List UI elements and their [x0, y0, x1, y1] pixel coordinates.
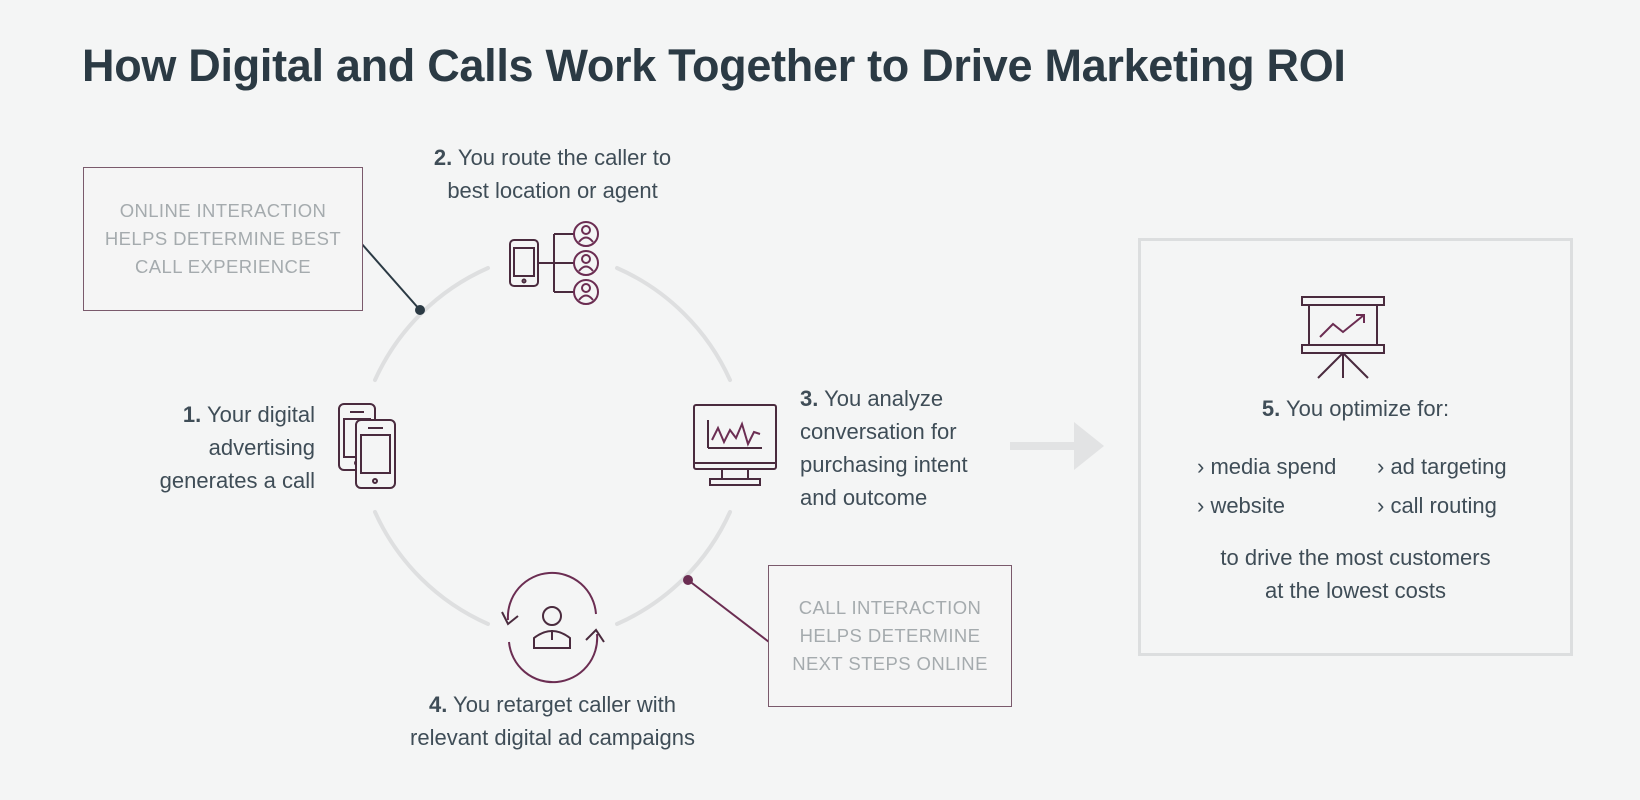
step-4-line2: relevant digital ad campaigns [410, 725, 695, 750]
step-1-line1: Your digital [206, 402, 315, 427]
monitor-chart-icon [693, 404, 777, 486]
mobile-phones-icon [338, 403, 396, 489]
online-note-dot [415, 305, 425, 315]
optimize-item-media-spend: › media spend [1197, 454, 1337, 479]
call-interaction-note: CALL INTERACTION HELPS DETERMINE NEXT ST… [768, 565, 1012, 707]
online-note-connector [360, 242, 421, 311]
step-3-line1: You analyze [824, 386, 944, 411]
online-note-line1: ONLINE INTERACTION [119, 200, 327, 221]
presentation-chart-icon [1301, 296, 1385, 379]
arrow-right-icon [1010, 422, 1104, 470]
step-2-line2: best location or agent [447, 178, 658, 203]
call-note-line2: HELPS DETERMINE [799, 625, 981, 646]
retarget-user-icon [501, 571, 605, 684]
step-1-text: 1. Your digital advertising generates a … [110, 398, 315, 497]
optimize-footer-line1: to drive the most customers [1220, 545, 1491, 570]
call-note-connector [687, 579, 770, 643]
step-3-number: 3. [800, 386, 819, 411]
step-3-line2: conversation for [800, 419, 957, 444]
step-2-line1: You route the caller to [457, 145, 672, 170]
optimize-footer-line2: at the lowest costs [1265, 578, 1446, 603]
step-4-text: 4. You retarget caller with relevant dig… [380, 688, 725, 754]
online-interaction-note: ONLINE INTERACTION HELPS DETERMINE BEST … [83, 167, 363, 311]
optimize-heading-text: You optimize for: [1286, 396, 1450, 421]
step-2-number: 2. [433, 145, 453, 170]
cycle-ring [373, 266, 732, 626]
optimize-box [1138, 238, 1573, 656]
call-note-dot [683, 575, 693, 585]
online-note-line3: CALL EXPERIENCE [135, 256, 311, 277]
step-1-number: 1. [182, 402, 202, 427]
step-3-line4: and outcome [800, 485, 928, 510]
call-routing-icon [509, 221, 599, 305]
online-note-line2: HELPS DETERMINE BEST [104, 228, 342, 249]
step-1-line2: advertising [208, 435, 315, 460]
optimize-item-call-routing: › call routing [1377, 493, 1497, 518]
optimize-item-website: › website [1197, 493, 1286, 518]
step-4-line1: You retarget caller with [453, 692, 677, 717]
optimize-heading: 5. You optimize for: [1138, 396, 1573, 422]
step-3-line3: purchasing intent [800, 452, 968, 477]
optimize-footer: to drive the most customers at the lowes… [1138, 541, 1573, 607]
call-note-line3: NEXT STEPS ONLINE [792, 653, 988, 674]
step-2-text: 2. You route the caller to best location… [405, 141, 700, 207]
step-4-number: 4. [428, 692, 448, 717]
step-5-number: 5. [1261, 396, 1281, 421]
page-title: How Digital and Calls Work Together to D… [82, 40, 1346, 91]
optimize-item-ad-targeting: › ad targeting [1377, 454, 1507, 479]
step-3-text: 3. You analyze conversation for purchasi… [800, 382, 1010, 514]
call-note-line1: CALL INTERACTION [798, 597, 982, 618]
step-1-line3: generates a call [159, 468, 315, 493]
